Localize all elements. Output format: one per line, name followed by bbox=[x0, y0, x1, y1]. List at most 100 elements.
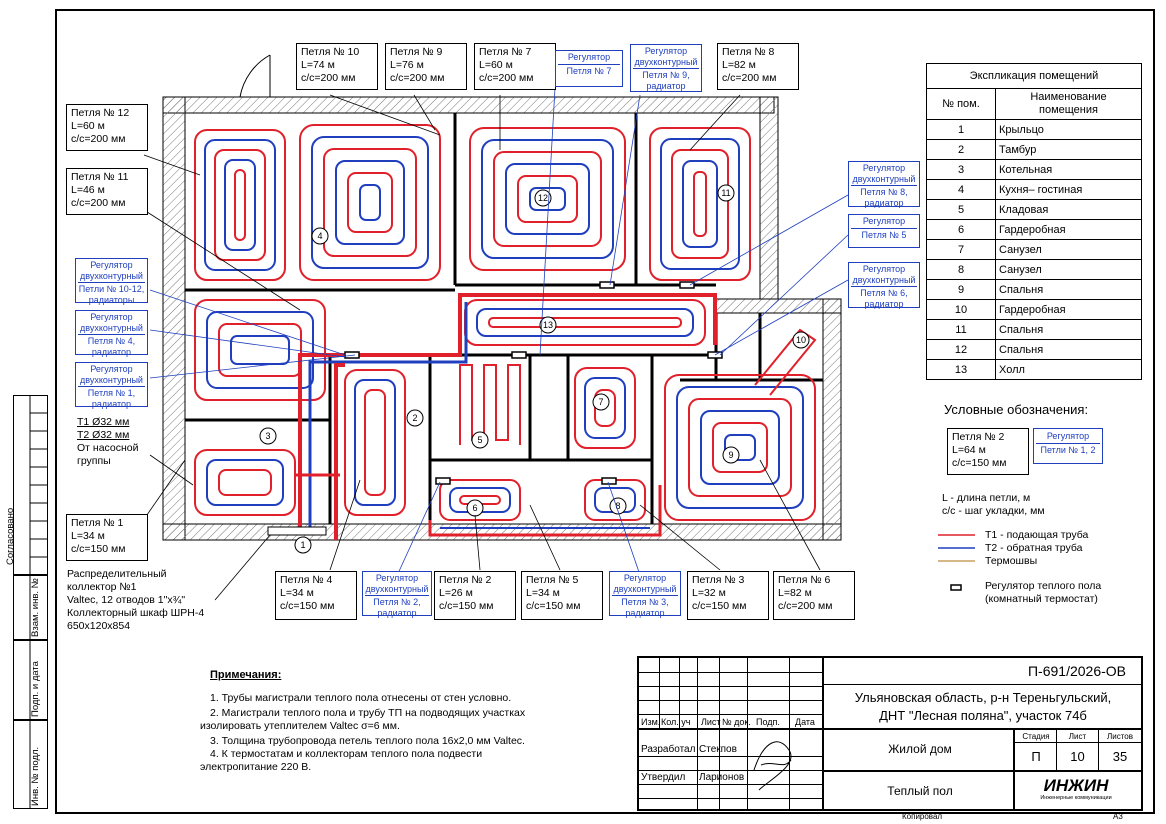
room-marker-8: 8 bbox=[615, 501, 620, 511]
tb-dev-name: Стекпов bbox=[699, 744, 737, 755]
legend-thermo: Термошвы bbox=[985, 555, 1038, 567]
mains bbox=[295, 293, 717, 540]
stamp-inv-vzam: Взам. инв. № bbox=[30, 578, 41, 637]
loop-9 bbox=[464, 299, 706, 346]
tb-h-list: Лист bbox=[701, 717, 721, 727]
tb-appr-role: Утвердил bbox=[641, 772, 686, 783]
walls bbox=[162, 96, 842, 541]
note-3: 3. Толщина трубопровода петель теплого п… bbox=[210, 735, 525, 747]
regulator-leaders bbox=[149, 87, 849, 581]
tb-sheet-name: Теплый пол bbox=[887, 784, 953, 798]
room-marker-11: 11 bbox=[721, 188, 730, 198]
loop-length: L=74 м bbox=[301, 59, 335, 71]
note-2b: изолировать утеплителем Valtec σ=6 мм. bbox=[200, 720, 400, 732]
leader-lines bbox=[139, 94, 821, 601]
notes-title: Примечания: bbox=[210, 669, 282, 681]
stamp-sign-date: Подп. и дата bbox=[30, 661, 41, 717]
explication-col-num: № пом. bbox=[926, 88, 996, 120]
tb-code: П-691/2026-ОВ bbox=[1027, 663, 1126, 679]
legend-regulator-mark bbox=[950, 584, 962, 591]
loop-step: с/с=200 мм bbox=[301, 72, 356, 84]
tb-h-kol: Кол. уч bbox=[661, 717, 691, 727]
tb-address-2: ДНТ "Лесная поляна", участок 74б bbox=[879, 708, 1087, 723]
room-markers: 3 2 5 4 12 11 13 10 9 7 8 6 1 bbox=[259, 184, 810, 554]
room-marker-2: 2 bbox=[412, 413, 417, 423]
loop-4 bbox=[344, 369, 406, 516]
company-logo-sub: Инженерные коммуникации bbox=[1040, 795, 1112, 801]
note-2a: 2. Магистрали теплого пола и трубу ТП на… bbox=[210, 707, 526, 719]
loop-name: Петля № 10 bbox=[301, 46, 360, 58]
company-logo: ИНЖИН bbox=[1043, 776, 1109, 795]
room-marker-9: 9 bbox=[728, 450, 733, 460]
tb-h-data: Дата bbox=[795, 717, 815, 727]
stamp-inv-orig: Инв. № подл. bbox=[30, 746, 41, 806]
loop-12 bbox=[194, 129, 286, 281]
tb-address-1: Ульяновская область, р-н Тереньгульский, bbox=[854, 690, 1112, 705]
tb-stage: П bbox=[1031, 749, 1041, 764]
room-marker-1: 1 bbox=[300, 540, 305, 550]
tb-sheet: 10 bbox=[1070, 749, 1085, 764]
title-block: Изм. Кол. уч Лист № док. Подп. Дата Разр… bbox=[637, 656, 1143, 811]
copied-label: Копировал bbox=[902, 812, 943, 821]
tb-appr-name: Ларионов bbox=[699, 772, 745, 783]
format-label: А3 bbox=[1113, 812, 1123, 821]
tb-h-podp: Подп. bbox=[756, 717, 780, 727]
room-marker-5: 5 bbox=[477, 435, 482, 445]
collector bbox=[267, 526, 327, 536]
tb-h-ndok: № док. bbox=[722, 717, 751, 727]
tb-sheets: 35 bbox=[1112, 749, 1128, 764]
room-marker-13: 13 bbox=[543, 320, 553, 330]
room-marker-6: 6 bbox=[472, 503, 477, 513]
note-4a: 4. К термостатам и коллекторам теплого п… bbox=[210, 748, 483, 760]
room-marker-10: 10 bbox=[796, 335, 806, 345]
loop-5 bbox=[459, 364, 521, 445]
tb-building: Жилой дом bbox=[888, 742, 952, 756]
legend-note-l: L - длина петли, м bbox=[942, 492, 1031, 504]
room-marker-7: 7 bbox=[598, 397, 603, 407]
note-1: 1. Трубы магистрали теплого пола отнесен… bbox=[210, 692, 512, 704]
tb-sheet-h: Лист bbox=[1068, 732, 1087, 741]
left-stamp: Согласовано Взам. инв. № Подп. и дата Ин… bbox=[5, 395, 48, 809]
legend-title: Условные обозначения: bbox=[944, 402, 1089, 417]
loop-10 bbox=[194, 299, 326, 401]
partitions bbox=[185, 113, 823, 524]
tb-dev-role: Разработал bbox=[641, 744, 696, 755]
tb-sheets-h: Листов bbox=[1107, 732, 1133, 741]
entrance-door bbox=[239, 54, 271, 98]
signature bbox=[753, 741, 792, 791]
tb-stage-h: Стадия bbox=[1022, 732, 1050, 741]
tb-h-izm: Изм. bbox=[641, 717, 661, 727]
note-4b: электропитание 220 В. bbox=[200, 761, 312, 773]
loop-1 bbox=[194, 449, 296, 516]
loop-6 bbox=[664, 374, 816, 521]
explication-title: Экспликация помещений bbox=[926, 63, 1142, 89]
